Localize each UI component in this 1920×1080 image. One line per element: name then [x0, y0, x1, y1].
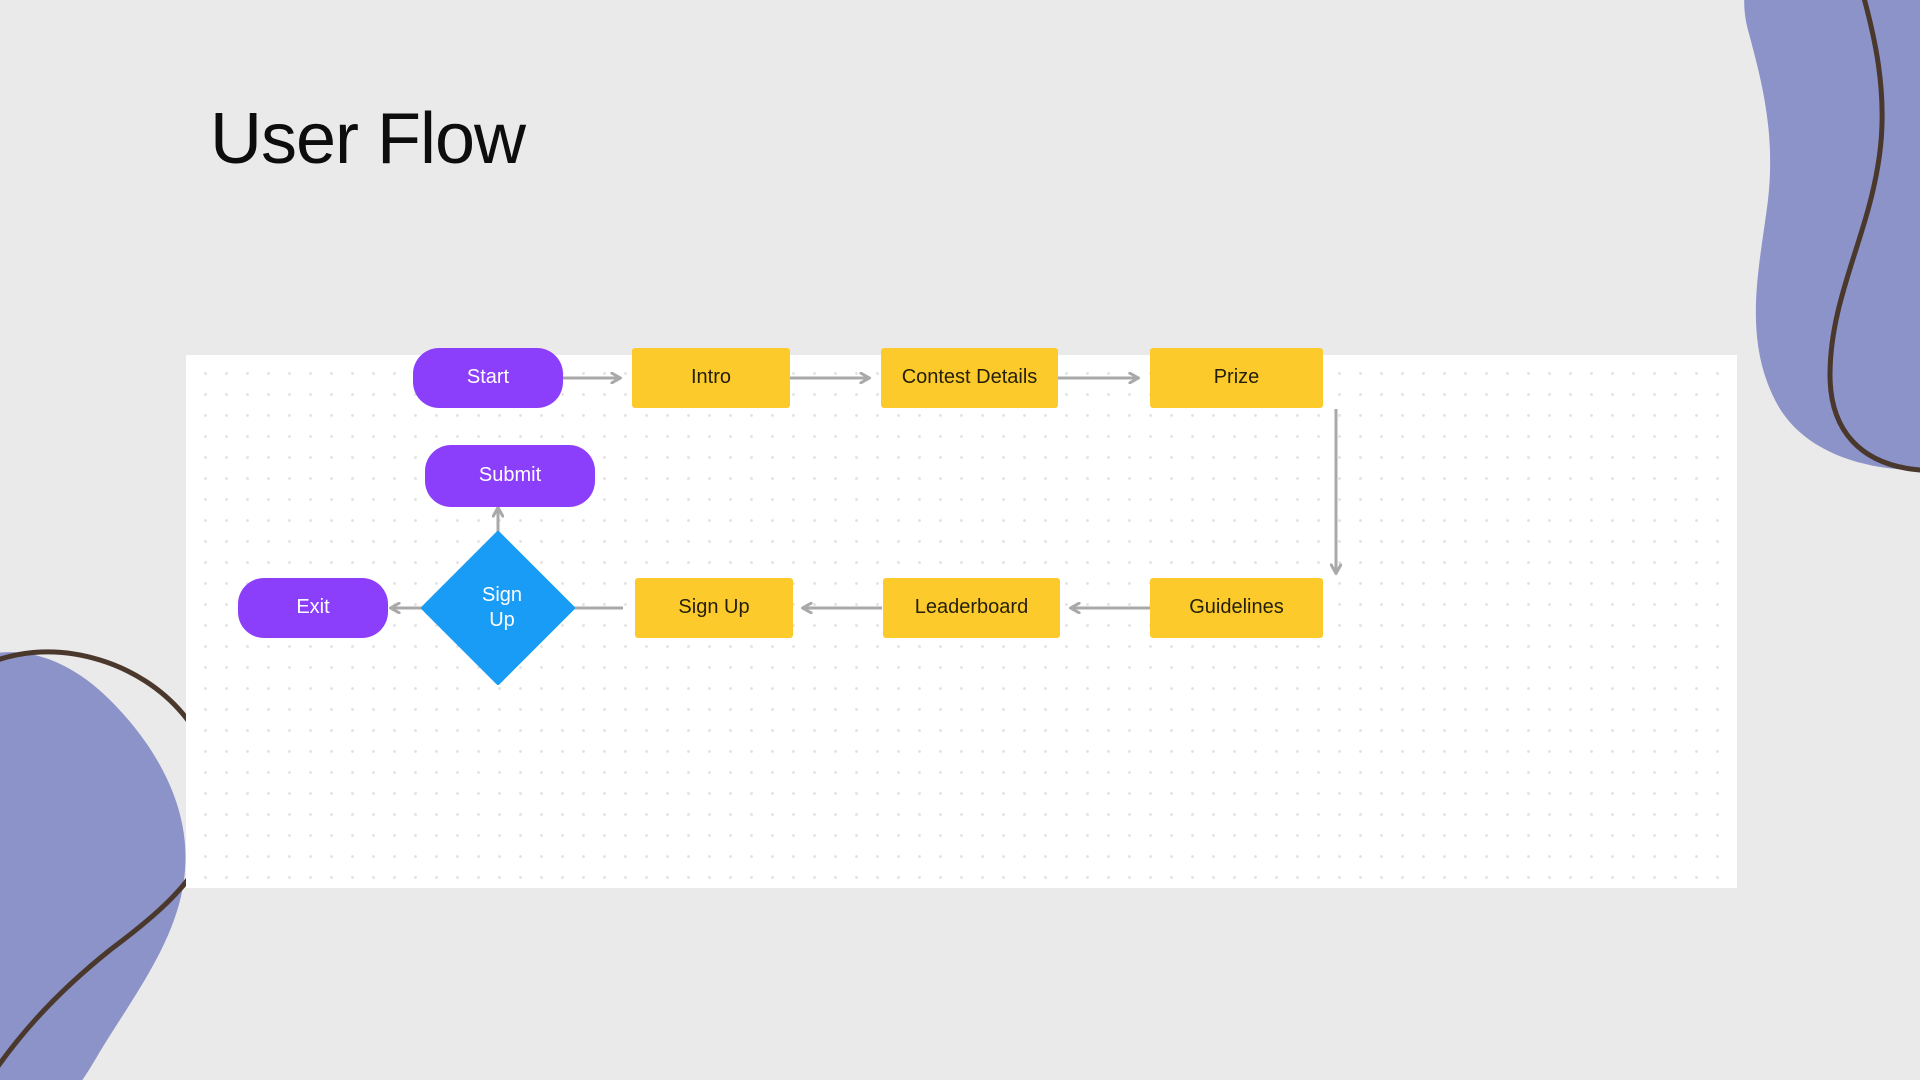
node-guidelines-label: Guidelines [1189, 596, 1284, 619]
node-exit-label: Exit [296, 596, 330, 619]
node-decision-label-line2: Up [489, 609, 515, 631]
blob-top-right-fill [1744, 0, 1920, 470]
node-intro-label: Intro [690, 366, 732, 389]
blob-bottom-left-outline [0, 649, 219, 1068]
blob-bottom-left-fill [0, 652, 186, 1080]
node-start[interactable]: Start [413, 348, 563, 408]
page-title: User Flow [210, 99, 526, 179]
node-prize-label: Prize [1213, 366, 1260, 389]
node-prize[interactable]: Prize [1150, 348, 1323, 408]
node-signup-label: Sign Up [678, 596, 750, 619]
node-decision-sign-up[interactable]: Sign Up [420, 530, 576, 686]
node-decision-label: Sign Up [443, 553, 553, 663]
node-guidelines[interactable]: Guidelines [1150, 578, 1323, 638]
node-start-label: Start [466, 366, 510, 389]
node-intro[interactable]: Intro [632, 348, 790, 408]
node-contest-details[interactable]: Contest Details [881, 348, 1058, 408]
node-leaderboard[interactable]: Leaderboard [883, 578, 1060, 638]
node-signup[interactable]: Sign Up [635, 578, 793, 638]
blob-top-right-outline [1827, 0, 1920, 473]
node-submit[interactable]: Submit [425, 445, 595, 507]
node-decision-label-line1: Sign [481, 584, 523, 606]
node-leaderboard-label: Leaderboard [914, 596, 1029, 619]
node-submit-label: Submit [478, 464, 542, 487]
flow-canvas: Start Intro Contest Details Prize Submit… [186, 348, 1737, 888]
node-exit[interactable]: Exit [238, 578, 388, 638]
node-contest-details-label: Contest Details [901, 366, 1038, 389]
